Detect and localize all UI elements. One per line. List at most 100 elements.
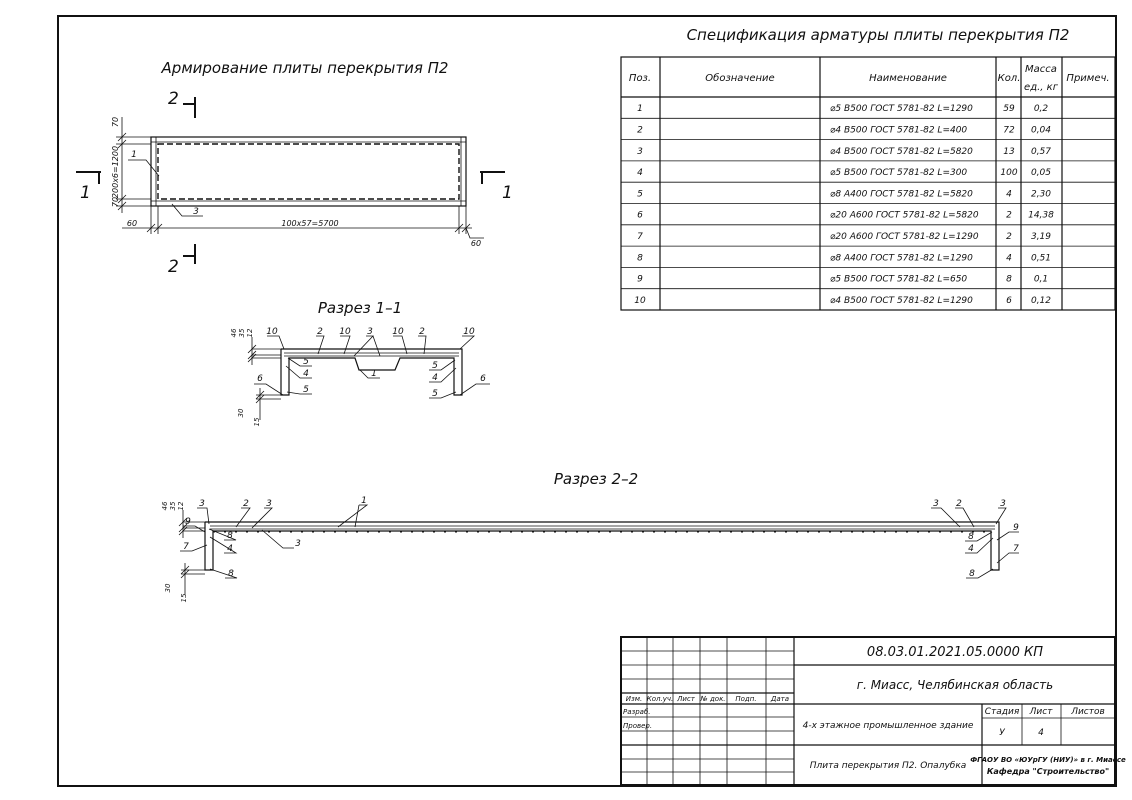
s11-mark-1: 1 — [371, 369, 377, 379]
spec-cell-qty: 59 — [1003, 104, 1015, 114]
spec-cell-mass: 14,38 — [1028, 211, 1054, 221]
spec-cell-name: ⌀20 А600 ГОСТ 5781-82 L=5820 — [830, 211, 979, 221]
spec-cell-pos: 1 — [637, 104, 643, 114]
spec-cell-pos: 8 — [637, 253, 643, 263]
plan-dim-span: 100x57=5700 — [281, 219, 338, 228]
s22-mark-7a: 7 — [183, 542, 189, 552]
s22-mark-2a: 2 — [243, 499, 249, 509]
spec-cell-qty: 13 — [1003, 147, 1015, 157]
s11-dim-12: 12 — [246, 328, 254, 337]
s22-mark-3b: 3 — [266, 499, 272, 509]
section22-title: Разрез 2–2 — [554, 470, 638, 488]
spec-cell-name: ⌀5 В500 ГОСТ 5781-82 L=1290 — [830, 104, 973, 114]
tb-sheet-value: 4 — [1038, 728, 1044, 738]
s22-dim-46: 46 — [161, 501, 169, 510]
tb-org-1: ФГАОУ ВО «ЮУрГУ (НИУ)» в г. Миассе — [970, 756, 1126, 764]
s22-mark-8b: 8 — [228, 569, 234, 579]
s11-mark-3: 3 — [367, 327, 373, 337]
spec-cell-pos: 6 — [637, 211, 643, 221]
s11-mark-10c: 10 — [392, 327, 404, 337]
plan-dim-bot: 70 — [111, 197, 120, 207]
title-block: 08.03.01.2021.05.0000 КП г. Миасс, Челяб… — [620, 636, 1126, 786]
spec-cell-mass: 0,51 — [1031, 253, 1051, 263]
plan-mesh — [157, 143, 460, 200]
spec-cell-pos: 5 — [637, 189, 643, 199]
s11-mark-6a: 6 — [257, 374, 263, 384]
tb-col-list: Лист — [676, 695, 696, 703]
tb-stage-value: У — [999, 728, 1005, 738]
spec-cell-name: ⌀4 В500 ГОСТ 5781-82 L=5820 — [830, 147, 973, 157]
s22-mark-3d: 3 — [933, 499, 939, 509]
s11-mark-2a: 2 — [317, 327, 323, 337]
spec-header-pos: Поз. — [629, 73, 651, 84]
tb-org-2: Кафедра "Строительство" — [987, 767, 1109, 776]
section-2-2: Разрез 2–2 46 35 12 30 15 3 2 3 1 — [161, 470, 1019, 602]
tb-razrab: Разраб. — [623, 708, 651, 716]
s11-mark-4b: 4 — [432, 373, 438, 383]
s11-mark-4a: 4 — [303, 369, 309, 379]
tb-code: 08.03.01.2021.05.0000 КП — [867, 645, 1043, 660]
spec-cell-mass: 0,1 — [1034, 275, 1048, 285]
spec-cell-mass: 0,04 — [1031, 125, 1051, 135]
spec-title: Спецификация арматуры плиты перекрытия П… — [687, 26, 1070, 44]
s11-mark-5a: 5 — [303, 357, 309, 367]
tb-col-podp: Подп. — [735, 695, 756, 703]
s22-mark-2b: 2 — [956, 499, 962, 509]
spec-cell-name: ⌀20 А600 ГОСТ 5781-82 L=1290 — [830, 232, 979, 242]
plan-dim-top: 70 — [111, 117, 120, 127]
spec-cell-qty: 2 — [1006, 232, 1012, 242]
tb-col-izm: Изм. — [626, 695, 642, 703]
spec-cell-qty: 2 — [1006, 211, 1012, 221]
s11-dim-46: 46 — [230, 328, 238, 337]
spec-header-mass-1: Масса — [1025, 64, 1057, 75]
plan-view: Армирование плиты перекрытия П2 70 200x6… — [76, 59, 513, 277]
s22-mark-1: 1 — [361, 496, 367, 506]
s11-dim-30: 30 — [237, 408, 245, 417]
s22-mark-3a: 3 — [199, 499, 205, 509]
spec-cell-qty: 100 — [1000, 168, 1017, 178]
tb-location: г. Миасс, Челябинская область — [857, 678, 1053, 692]
spec-cell-qty: 6 — [1006, 296, 1012, 306]
s22-mark-9a: 9 — [185, 517, 191, 527]
spec-header-mass-2: ед., кг — [1024, 82, 1059, 93]
s11-mark-10b: 10 — [339, 327, 351, 337]
cut2-label-top: 2 — [168, 89, 179, 109]
spec-cell-qty: 4 — [1006, 189, 1012, 199]
tb-stage-label: Стадия — [985, 707, 1020, 717]
section11-title: Разрез 1–1 — [318, 299, 402, 317]
s22-dim-12: 12 — [177, 501, 185, 510]
s22-mark-8a: 8 — [227, 531, 233, 541]
plan-slab-outline — [150, 136, 467, 207]
spec-table: Спецификация арматуры плиты перекрытия П… — [620, 26, 1116, 311]
s22-mark-3e: 3 — [1000, 499, 1006, 509]
s11-dim-35: 35 — [238, 328, 246, 337]
cut2-label-bottom: 2 — [168, 257, 179, 277]
section-1-1: Разрез 1–1 46 35 12 30 15 10 2 10 3 1 — [230, 299, 490, 426]
spec-cell-pos: 3 — [637, 147, 643, 157]
spec-header-note: Примеч. — [1066, 73, 1109, 84]
s22-mark-3c: 3 — [295, 539, 301, 549]
s22-dim-35: 35 — [169, 501, 177, 510]
s22-dim-30: 30 — [164, 583, 172, 592]
spec-cell-qty: 8 — [1006, 275, 1012, 285]
spec-cell-name: ⌀5 В500 ГОСТ 5781-82 L=650 — [830, 275, 967, 285]
spec-header-qty: Кол. — [998, 73, 1021, 84]
s11-mark-6b: 6 — [480, 374, 486, 384]
s22-mark-9b: 9 — [1013, 523, 1019, 533]
cut1-label-left: 1 — [80, 183, 91, 203]
s11-dim-15: 15 — [253, 417, 261, 426]
spec-header-des: Обозначение — [705, 72, 774, 84]
s22-mark-4b: 4 — [968, 544, 974, 554]
spec-cell-name: ⌀8 А400 ГОСТ 5781-82 L=1290 — [830, 253, 973, 263]
spec-cell-qty: 4 — [1006, 253, 1012, 263]
spec-cell-name: ⌀4 В500 ГОСТ 5781-82 L=400 — [830, 125, 967, 135]
tb-prover: Провер. — [623, 722, 652, 730]
s22-mark-8d: 8 — [969, 569, 975, 579]
spec-cell-mass: 0,2 — [1034, 104, 1049, 114]
spec-cell-mass: 2,30 — [1031, 189, 1051, 199]
plan-dim-left: 60 — [127, 219, 137, 228]
spec-cell-pos: 10 — [634, 296, 646, 306]
spec-cell-mass: 0,12 — [1031, 296, 1051, 306]
spec-rows: 1 ⌀5 В500 ГОСТ 5781-82 L=1290 59 0,2 2 ⌀4 В50… — [634, 104, 1054, 306]
